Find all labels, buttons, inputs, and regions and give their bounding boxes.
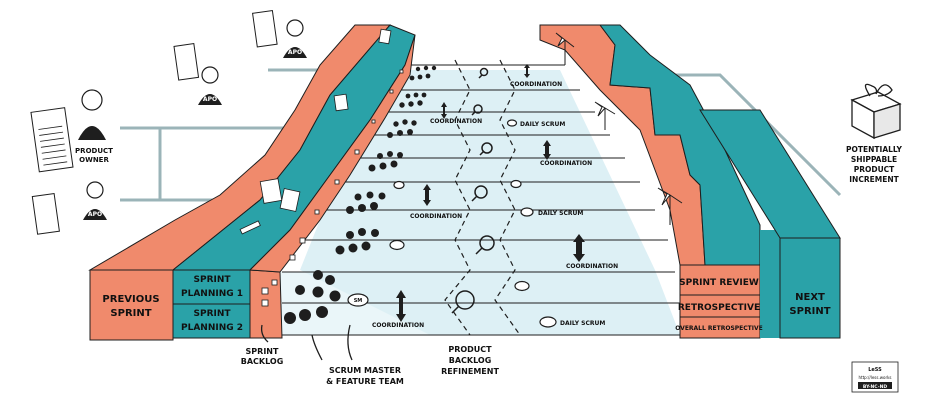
apo-avatar: APO: [83, 181, 107, 220]
review-wall: [539, 24, 761, 339]
apo-label: APO: [88, 211, 102, 218]
magnifier-icon: [475, 235, 495, 255]
coordination-label: COORDINATION: [372, 322, 424, 329]
coordination-label: COORDINATION: [540, 160, 592, 167]
magnifier-icon: [471, 104, 483, 116]
coordination-label: COORDINATION: [410, 213, 462, 220]
pinwheel-icon: [594, 101, 616, 130]
apo-avatar: APO: [198, 66, 222, 105]
coordination-label: COORDINATION: [430, 118, 482, 125]
retrospective-label: RETROSPECTIVE: [678, 303, 760, 313]
team-row: [368, 151, 403, 172]
next-sprint-label-2: SPRINT: [789, 306, 830, 317]
feature-teams: [284, 65, 437, 324]
magnifier-icon: [451, 290, 475, 314]
overall-retrospective-label: OVERALL RETROSPECTIVE: [675, 325, 763, 332]
magnifier-icon: [471, 185, 488, 202]
planning-papers: [239, 28, 392, 235]
apo-label: APO: [288, 49, 302, 56]
caption-pointers: [260, 324, 353, 361]
cc-license: BY-NC-ND: [863, 384, 887, 390]
coordination-label: COORDINATION: [510, 81, 562, 88]
apo-avatar: APO: [283, 19, 307, 58]
coordination-arrows: [396, 64, 585, 322]
coordination-label: COORDINATION: [566, 263, 618, 270]
increment-label-2: SHIPPABLE: [851, 155, 897, 164]
scrum-master-team-caption-2: & FEATURE TEAM: [326, 377, 404, 386]
previous-sprint-label: PREVIOUS: [102, 294, 159, 305]
area-backlog-paper: [252, 9, 278, 48]
daily-scrum-label: DAILY SCRUM: [538, 210, 583, 217]
area-backlog-paper: [31, 192, 60, 235]
sprint-planning-2-label-2: PLANNING 2: [181, 323, 243, 333]
next-sprint-wall: [699, 109, 841, 339]
increment-label: POTENTIALLY: [846, 145, 902, 154]
product-owner-avatar: [78, 89, 106, 140]
sprint-planning-1-label: SPRINT: [193, 275, 231, 285]
daily-scrum-label: DAILY SCRUM: [520, 121, 565, 128]
sprint-review-label: SPRINT REVIEW: [679, 278, 759, 288]
gift-icon: [850, 83, 902, 140]
refinement-caption-3: REFINEMENT: [441, 367, 499, 376]
refinement-caption-2: BACKLOG: [449, 356, 492, 365]
pinwheel-icon: [657, 187, 683, 225]
previous-sprint-label-2: SPRINT: [110, 308, 151, 319]
license-url: http://less.works: [858, 375, 891, 380]
increment-label-3: PRODUCT: [854, 165, 895, 174]
lane-labels: COORDINATION DAILY SCRUM COORDINATION CO…: [372, 81, 618, 329]
increment-label-4: INCREMENT: [849, 175, 899, 184]
sprint-planning-1-label-2: PLANNING 1: [181, 289, 243, 299]
team-row: [387, 119, 417, 138]
product-owner-label: PRODUCT: [75, 147, 113, 155]
sprint-backlog-caption: SPRINT: [246, 347, 279, 356]
apo-label: APO: [203, 96, 217, 103]
product-backlog-paper: [30, 107, 74, 173]
team-row: [409, 65, 437, 81]
area-backlog-paper: [173, 43, 200, 81]
product-owner-label-2: OWNER: [79, 156, 109, 164]
team-row: [284, 270, 341, 324]
magnifier-icon: [478, 67, 489, 79]
daily-scrum-bubbles: [506, 119, 557, 328]
less-logo: LeSS: [868, 367, 882, 373]
magnifier-icon: [479, 142, 493, 156]
sprint-planning-2-label: SPRINT: [193, 309, 231, 319]
product-owner-group: PRODUCT OWNER APO APO APO: [30, 9, 307, 235]
license-badge: LeSS http://less.works BY-NC-ND: [851, 361, 899, 393]
next-sprint-label: NEXT: [795, 292, 825, 303]
sprint-backlog-notes: [261, 69, 404, 307]
planning-wall: [88, 24, 416, 341]
refinement-caption: PRODUCT: [448, 345, 492, 354]
daily-scrum-label: DAILY SCRUM: [560, 320, 605, 327]
sm-badge-label: SM: [354, 298, 363, 304]
pinwheel-icon: [555, 32, 575, 65]
scrum-master-badges: [347, 180, 405, 307]
sprint-backlog-caption-2: BACKLOG: [241, 357, 284, 366]
team-row: [399, 92, 427, 108]
team-row: [346, 191, 386, 214]
refinement-magnifiers: [451, 67, 495, 314]
team-row: [335, 228, 379, 255]
scrum-master-team-caption: SCRUM MASTER: [329, 366, 401, 375]
